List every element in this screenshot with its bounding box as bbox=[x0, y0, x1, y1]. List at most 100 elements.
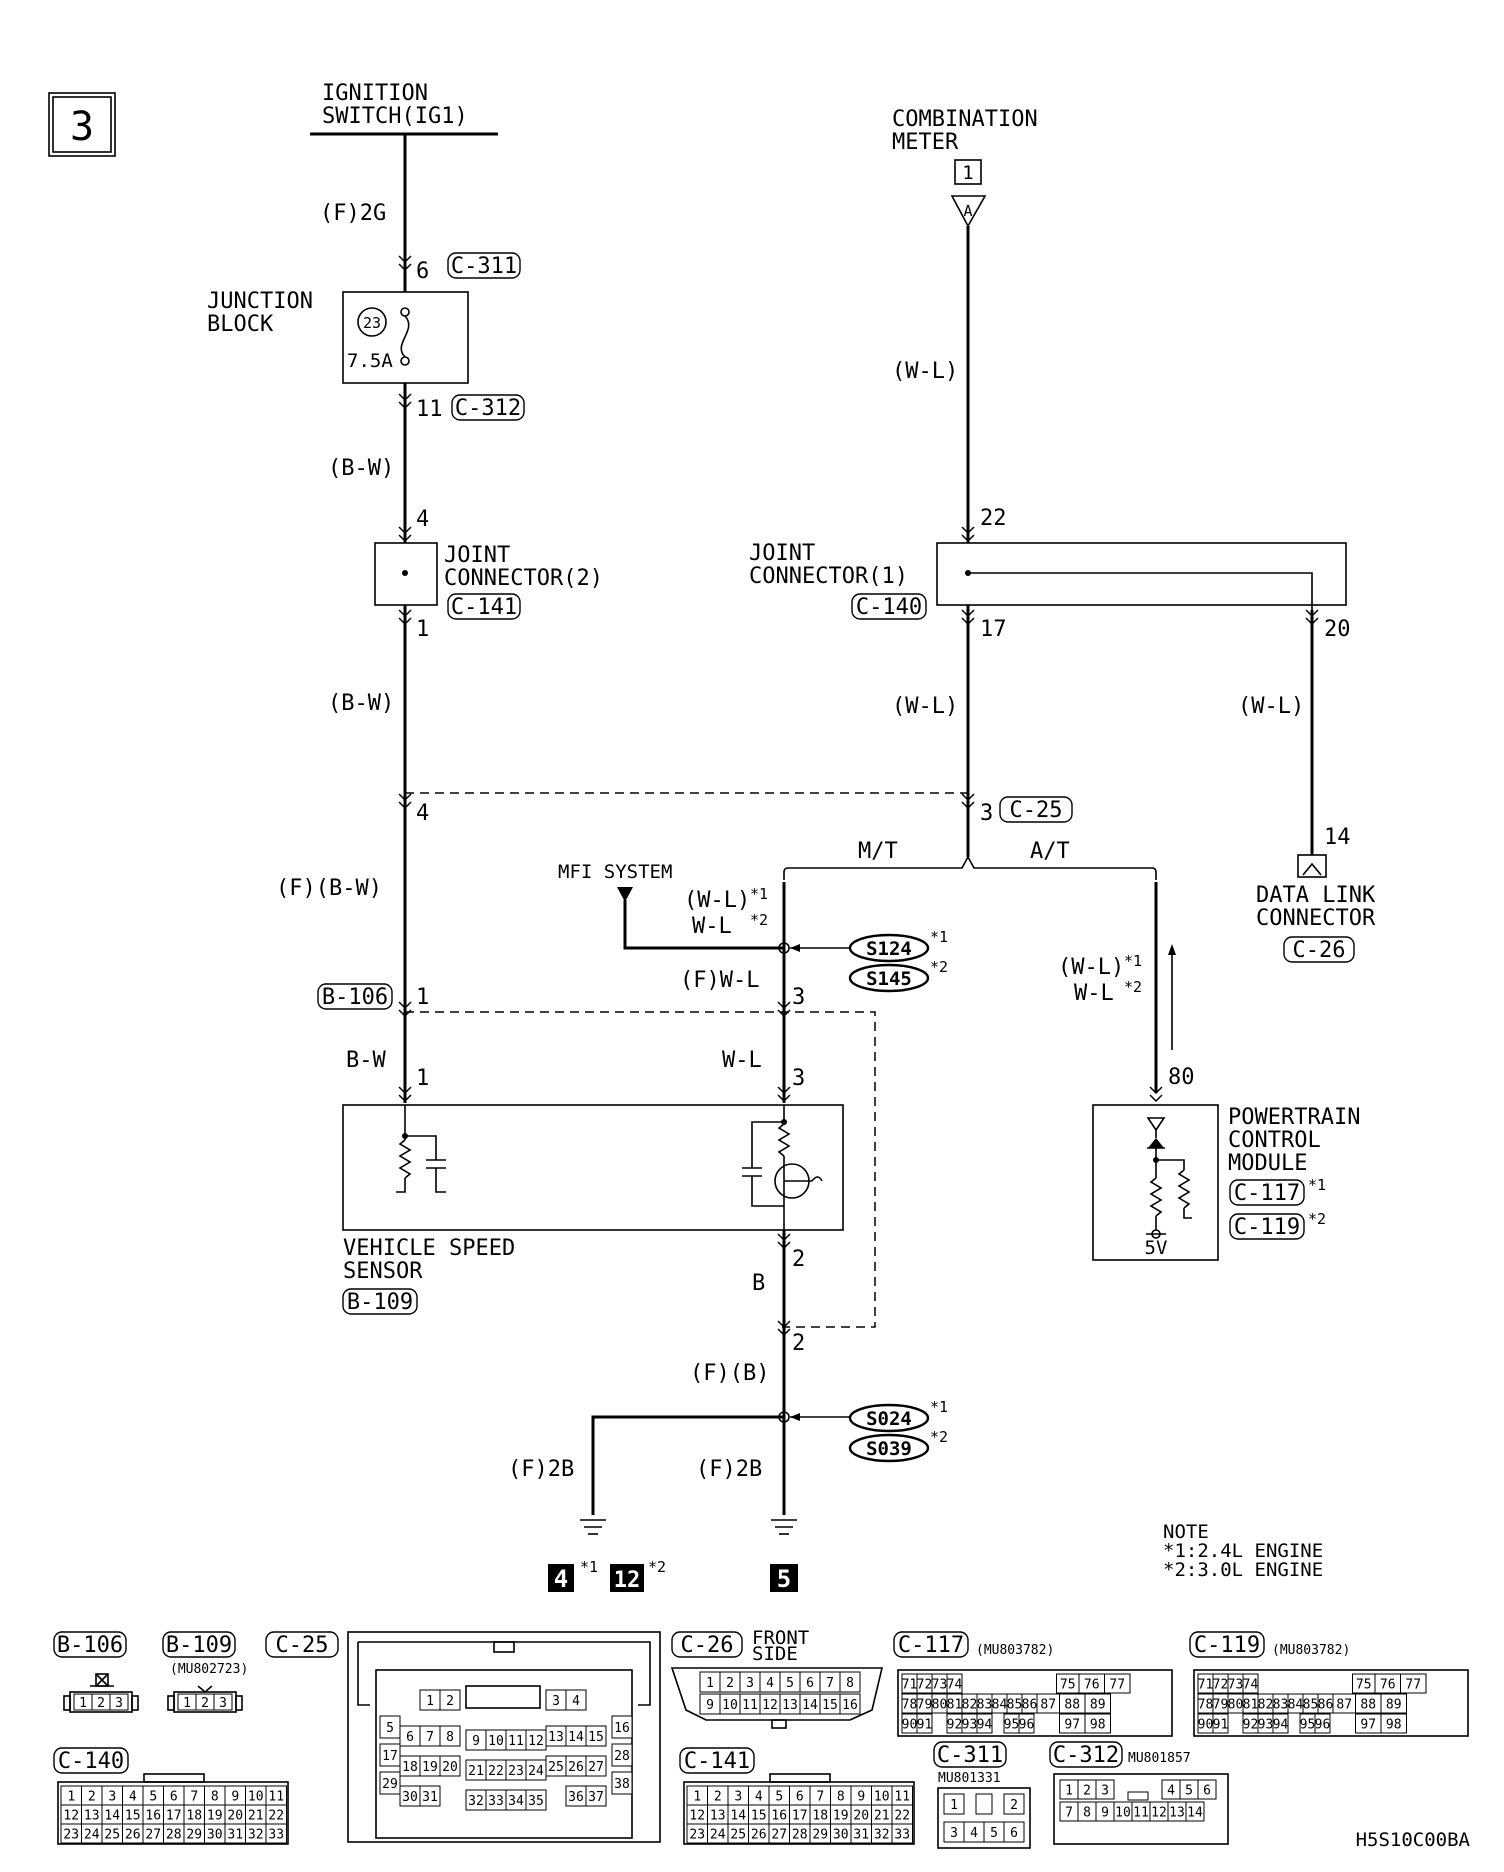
view-tag-c141 bbox=[679, 1747, 755, 1774]
splice-s145-shape bbox=[848, 963, 930, 993]
view-c119-pin-label: 84 bbox=[1288, 1698, 1304, 1713]
view-c312-pin-label: 8 bbox=[1083, 1806, 1091, 1821]
view-c312-pin-label: 2 bbox=[1083, 1784, 1091, 1799]
wire-label-b: B bbox=[752, 1271, 765, 1296]
connector-tag-b106 bbox=[317, 983, 393, 1010]
joint-connector-1-label-1: JOINT bbox=[749, 541, 815, 566]
view-c26-pin-label: 15 bbox=[822, 1698, 838, 1713]
mark-star1-pcm: *1 bbox=[1124, 952, 1142, 970]
ground-symbol-left bbox=[580, 1519, 606, 1535]
pcm-box bbox=[1092, 1104, 1219, 1261]
view-c141-pin-label: 6 bbox=[796, 1790, 804, 1805]
view-c25-pin-label: 11 bbox=[508, 1734, 524, 1749]
view-c26-pin-16 bbox=[839, 1693, 861, 1715]
view-b109-pin-3 bbox=[213, 1693, 233, 1711]
view-c312-pin-label: 14 bbox=[1187, 1806, 1203, 1821]
view-c117-pin-label: 94 bbox=[977, 1718, 993, 1733]
view-c119-pin-98 bbox=[1380, 1713, 1407, 1734]
view-c141-pin-label: 7 bbox=[816, 1790, 824, 1805]
view-c25-pin-label: 23 bbox=[508, 1764, 524, 1779]
view-c25-pin-label: 35 bbox=[528, 1794, 544, 1809]
view-tag-b109 bbox=[162, 1631, 236, 1658]
fuse-rating: 7.5A bbox=[347, 350, 393, 372]
view-c117-pin-77 bbox=[1104, 1673, 1131, 1694]
terminal-chevron bbox=[777, 1094, 791, 1103]
view-c117-pin-label: 75 bbox=[1060, 1678, 1076, 1693]
view-c140-pin-label: 1 bbox=[67, 1790, 75, 1805]
view-c140-pin-label: 12 bbox=[63, 1809, 79, 1824]
connector-c119: C-119 bbox=[1234, 1215, 1300, 1240]
terminal-chevron bbox=[398, 401, 412, 410]
view-tag-c311 bbox=[933, 1741, 1007, 1768]
view-c25-pin-label: 1 bbox=[426, 1694, 434, 1709]
view-c25-pin-label: 9 bbox=[472, 1734, 480, 1749]
vss-pullup-resistor bbox=[777, 1123, 791, 1157]
view-c26-pin-label: 6 bbox=[806, 1676, 814, 1691]
joint-connector-2-label-2: CONNECTOR(2) bbox=[444, 566, 603, 591]
view-c140-pin-label: 10 bbox=[248, 1790, 264, 1805]
view-c140-pin-label: 15 bbox=[125, 1809, 141, 1824]
view-c141-pin-label: 23 bbox=[689, 1828, 705, 1843]
view-c26-pin-label: 1 bbox=[706, 1676, 714, 1691]
terminal-chevron bbox=[961, 793, 975, 802]
splice-s145: S145 bbox=[866, 968, 912, 990]
ground-point-4: 4 bbox=[554, 1565, 568, 1593]
terminal-chevron bbox=[1149, 1086, 1163, 1095]
view-c119-pin-label: 91 bbox=[1213, 1718, 1229, 1733]
view-c119-pin-label: 73 bbox=[1228, 1678, 1244, 1693]
view-c140-pin-label: 8 bbox=[211, 1790, 219, 1805]
terminal-chevron bbox=[398, 255, 412, 264]
mark-star2-s039: *2 bbox=[930, 1428, 948, 1446]
view-c25-pin-label: 36 bbox=[568, 1790, 584, 1805]
view-c312-pin-label: 9 bbox=[1101, 1806, 1109, 1821]
view-c312: C-312 bbox=[1053, 1743, 1119, 1768]
view-c25-pin-label: 4 bbox=[572, 1694, 580, 1709]
b106-connector-outline bbox=[405, 1011, 876, 1328]
terminal-chevron bbox=[777, 1328, 791, 1337]
page-number: 3 bbox=[70, 104, 94, 150]
view-c140-pin-label: 24 bbox=[84, 1828, 100, 1843]
view-c117-pin-label: 90 bbox=[902, 1718, 918, 1733]
pcm-label-2: CONTROL bbox=[1228, 1128, 1321, 1153]
view-b106-pin-label: 3 bbox=[115, 1696, 123, 1711]
page-number-box bbox=[48, 92, 116, 157]
connector-c311: C-311 bbox=[451, 254, 517, 279]
view-c312-pin-label: 6 bbox=[1203, 1784, 1211, 1799]
ignition-switch-label-2: SWITCH(IG1) bbox=[322, 104, 468, 129]
view-c25: C-25 bbox=[276, 1633, 329, 1658]
view-c119-body bbox=[1193, 1669, 1469, 1737]
view-c25-pin-label: 15 bbox=[588, 1730, 604, 1745]
joint-connector-1-dot bbox=[965, 570, 971, 576]
view-c141-pin-label: 18 bbox=[812, 1809, 828, 1824]
view-c25-pin-label: 30 bbox=[402, 1790, 418, 1805]
view-c312-pin-label: 5 bbox=[1185, 1784, 1193, 1799]
view-c25-pin-31 bbox=[419, 1785, 441, 1807]
view-c119-pin-label: 76 bbox=[1380, 1678, 1396, 1693]
connector-c140: C-140 bbox=[856, 595, 922, 620]
view-c141-pin-label: 28 bbox=[792, 1828, 808, 1843]
vehicle-speed-sensor-box bbox=[342, 1104, 844, 1231]
view-c141: C-141 bbox=[684, 1749, 750, 1774]
view-c25-pin-label: 28 bbox=[614, 1749, 630, 1764]
splice-s124: S124 bbox=[866, 938, 912, 960]
view-c141-pin-label: 8 bbox=[837, 1790, 845, 1805]
view-c117-pin-label: 81 bbox=[947, 1698, 963, 1713]
view-c119-pin-label: 93 bbox=[1258, 1718, 1274, 1733]
note-line-1: *1:2.4L ENGINE bbox=[1163, 1540, 1323, 1562]
view-c117-pin-label: 98 bbox=[1090, 1718, 1106, 1733]
terminal-chevron bbox=[398, 617, 412, 626]
ground-point-12: 12 bbox=[614, 1568, 641, 1593]
view-tag-c117 bbox=[893, 1631, 969, 1658]
view-c25-pin-17 bbox=[379, 1743, 401, 1767]
view-c25-pin-label: 22 bbox=[488, 1764, 504, 1779]
splice-s039-shape bbox=[848, 1433, 930, 1463]
mark-star2-a: *2 bbox=[750, 911, 768, 929]
view-c140: C-140 bbox=[58, 1749, 124, 1774]
view-c25-pin-label: 33 bbox=[488, 1794, 504, 1809]
pin-4-jc2: 4 bbox=[416, 507, 429, 532]
pcm-resistor-2 bbox=[1177, 1169, 1191, 1209]
ground-point-5-box bbox=[770, 1564, 798, 1592]
view-c119-pin-label: 81 bbox=[1243, 1698, 1259, 1713]
view-c25-pin-label: 25 bbox=[548, 1760, 564, 1775]
mt-label: M/T bbox=[858, 839, 898, 864]
